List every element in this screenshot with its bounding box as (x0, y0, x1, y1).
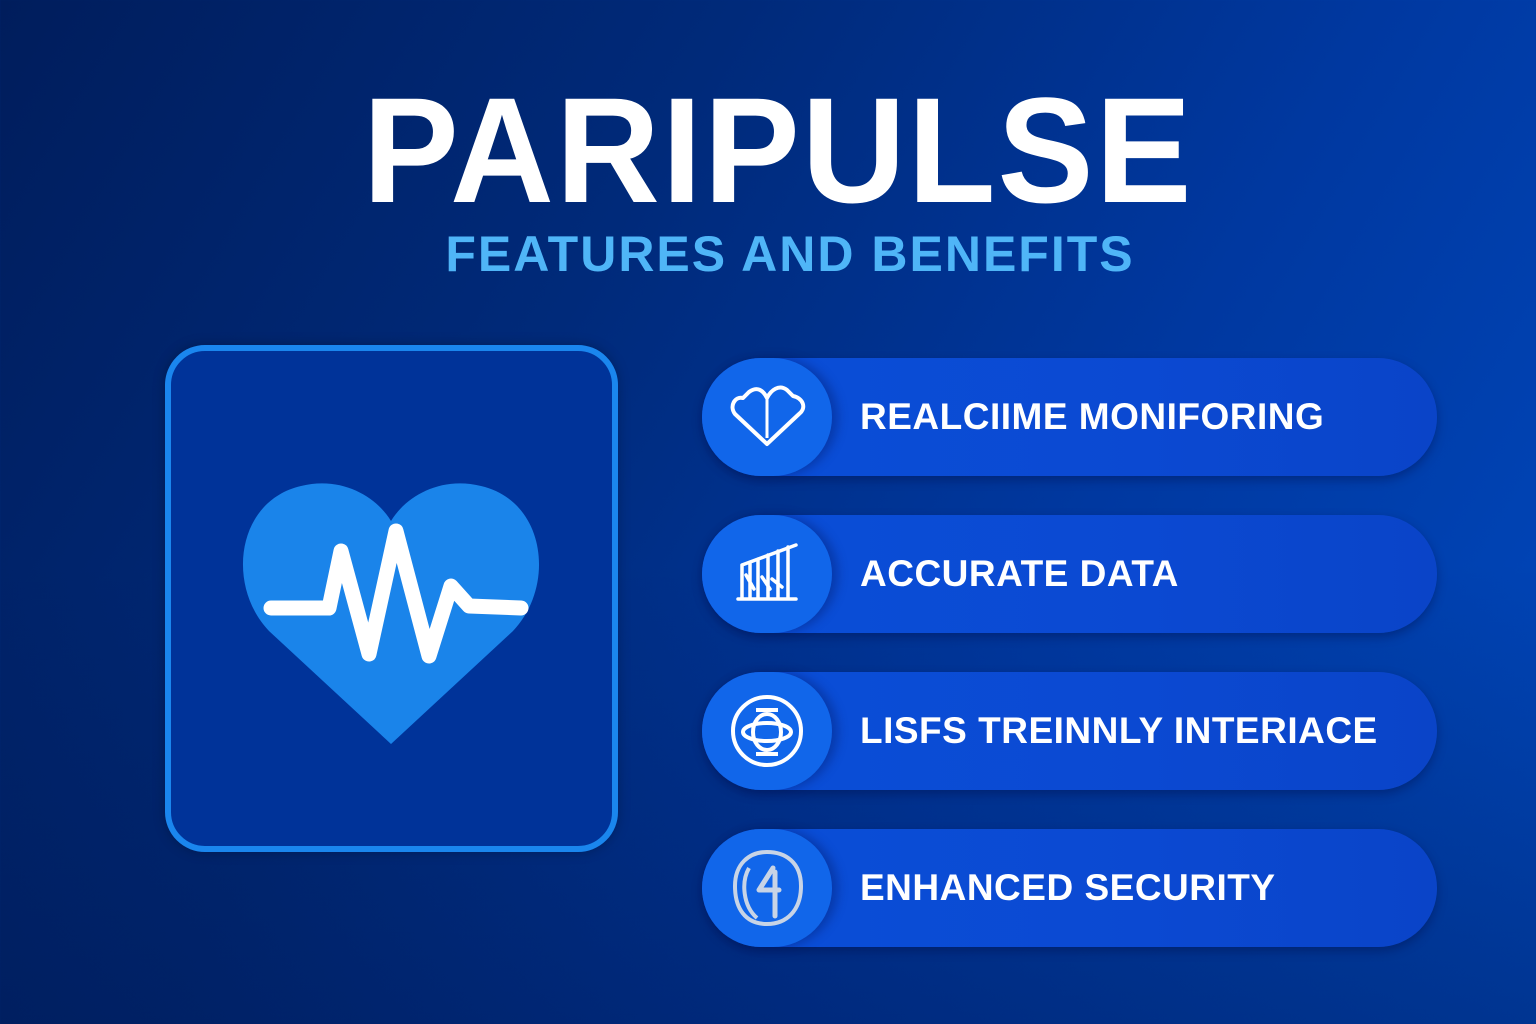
feature-realtime-monitoring[interactable]: REALCIIME MONIFORING (702, 358, 1437, 476)
pill-icon-wrap (702, 672, 832, 790)
bar-chart-icon (736, 543, 798, 601)
pill-icon-wrap (702, 829, 832, 947)
heart-outline-icon (730, 385, 806, 446)
heart-pulse-icon (242, 483, 540, 744)
page-title: PARIPULSE (362, 66, 1194, 234)
hero-card (165, 345, 618, 852)
features-list: REALCIIME MONIFORING ACCURATE DATA LISFS… (702, 358, 1437, 986)
feature-label: ACCURATE DATA (860, 553, 1179, 594)
interface-emblem-icon (731, 695, 803, 767)
feature-label: ENHANCED SECURITY (860, 867, 1276, 908)
feature-accurate-data[interactable]: ACCURATE DATA (702, 515, 1437, 633)
shield-lock-icon (732, 849, 804, 927)
feature-label: LISFS TREINNLY INTERIACE (860, 710, 1378, 751)
feature-user-friendly-interface[interactable]: LISFS TREINNLY INTERIACE (702, 672, 1437, 790)
pill-icon-wrap (702, 515, 832, 633)
feature-label: REALCIIME MONIFORING (860, 396, 1325, 437)
page-subtitle: FEATURES AND BENEFITS (445, 226, 1135, 282)
feature-enhanced-security[interactable]: ENHANCED SECURITY (702, 829, 1437, 947)
pill-icon-wrap (702, 358, 832, 476)
